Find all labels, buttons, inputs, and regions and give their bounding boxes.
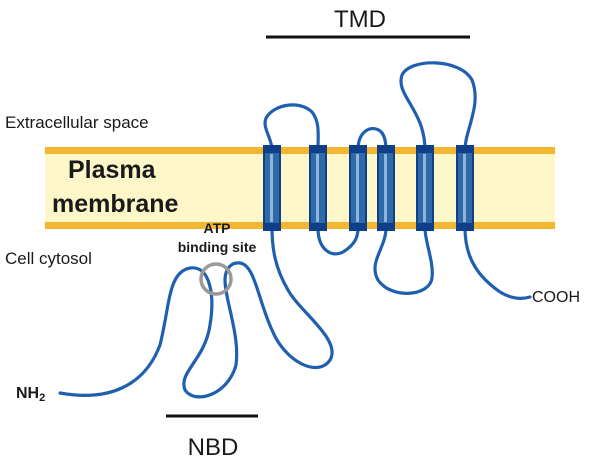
n-terminus-main: NH bbox=[16, 385, 39, 402]
protein-chain bbox=[58, 61, 532, 399]
transmembrane-helix-cap-bottom-3 bbox=[349, 223, 367, 231]
transmembrane-helix-highlight-2 bbox=[316, 154, 319, 222]
transmembrane-helix-cap-top-6 bbox=[456, 145, 474, 153]
membrane-label-line1: Plasma bbox=[68, 156, 157, 184]
tmd-label: TMD bbox=[334, 6, 386, 33]
transmembrane-helix-highlight-3 bbox=[356, 154, 359, 222]
transmembrane-helix-cap-top-1 bbox=[263, 145, 281, 153]
transmembrane-helix-cap-bottom-1 bbox=[263, 223, 281, 231]
transmembrane-helix-highlight-6 bbox=[463, 154, 466, 222]
transmembrane-helix-cap-bottom-2 bbox=[309, 223, 327, 231]
extracellular-label: Extracellular space bbox=[5, 113, 149, 132]
transmembrane-helix-highlight-5 bbox=[423, 154, 426, 222]
transmembrane-helix-cap-top-2 bbox=[309, 145, 327, 153]
atp-binding-site-ring bbox=[199, 262, 233, 296]
atp-label-line1: ATP bbox=[204, 220, 231, 236]
transmembrane-helix-highlight-4 bbox=[384, 154, 387, 222]
transmembrane-helix-cap-top-4 bbox=[377, 145, 395, 153]
c-terminus-label: COOH bbox=[532, 289, 580, 306]
atp-label-line2: binding site bbox=[178, 239, 257, 255]
n-terminus-label: NH2 bbox=[16, 385, 45, 404]
transmembrane-helix-cap-bottom-6 bbox=[456, 223, 474, 231]
membrane-inner-leaflet bbox=[45, 222, 555, 229]
transmembrane-helix-cap-bottom-4 bbox=[377, 223, 395, 231]
cytosol-label: Cell cytosol bbox=[5, 249, 92, 268]
n-terminus-subscript: 2 bbox=[39, 392, 45, 404]
transmembrane-helix-cap-bottom-5 bbox=[416, 223, 434, 231]
membrane-outer-leaflet bbox=[45, 147, 555, 154]
transmembrane-helix-highlight-1 bbox=[270, 154, 273, 222]
transmembrane-helices bbox=[263, 145, 474, 231]
nbd-label: NBD bbox=[188, 434, 239, 461]
transmembrane-helix-cap-top-5 bbox=[416, 145, 434, 153]
transmembrane-helix-cap-top-3 bbox=[349, 145, 367, 153]
membrane-label-line2: membrane bbox=[52, 190, 179, 218]
